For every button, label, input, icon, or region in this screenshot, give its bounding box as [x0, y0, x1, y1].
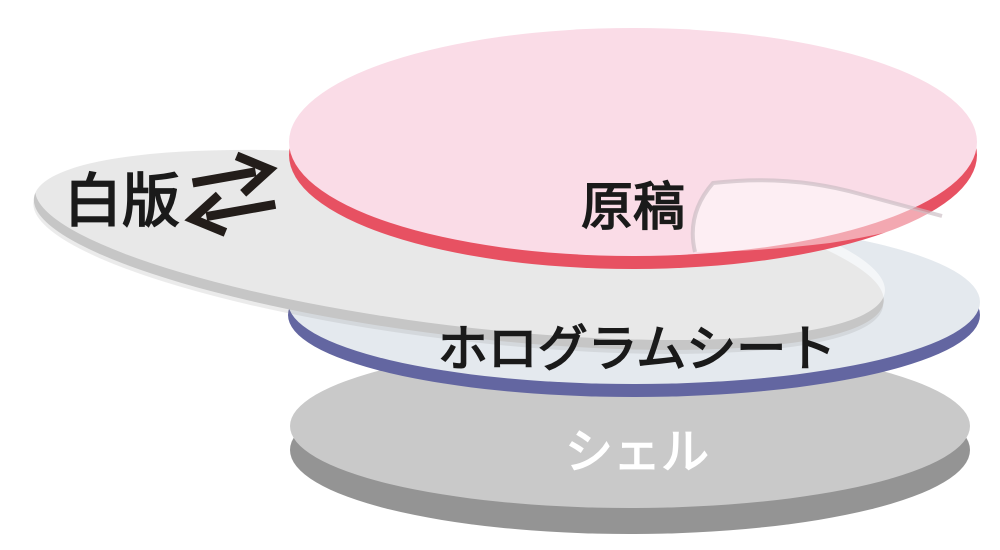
arrow-right-shaft: [191, 167, 257, 188]
swap-arrows-icon: [184, 151, 278, 237]
arrow-left-shaft: [205, 199, 277, 221]
top-disc-label: 原稿: [581, 178, 685, 238]
white-plate-overlap-edge: [690, 178, 943, 253]
white-plate-label: 白版: [64, 167, 180, 235]
bottom-disc-label: シェル: [565, 424, 709, 480]
arrow-right-head: [234, 151, 278, 197]
arrow-right: [191, 151, 278, 197]
arrow-left-head: [184, 191, 228, 237]
middle-disc-label: ホログラムシート: [438, 320, 837, 378]
arrow-left: [184, 191, 277, 237]
white-plate-overlap-corner: [692, 180, 942, 252]
top-disc: 原稿: [289, 28, 977, 269]
